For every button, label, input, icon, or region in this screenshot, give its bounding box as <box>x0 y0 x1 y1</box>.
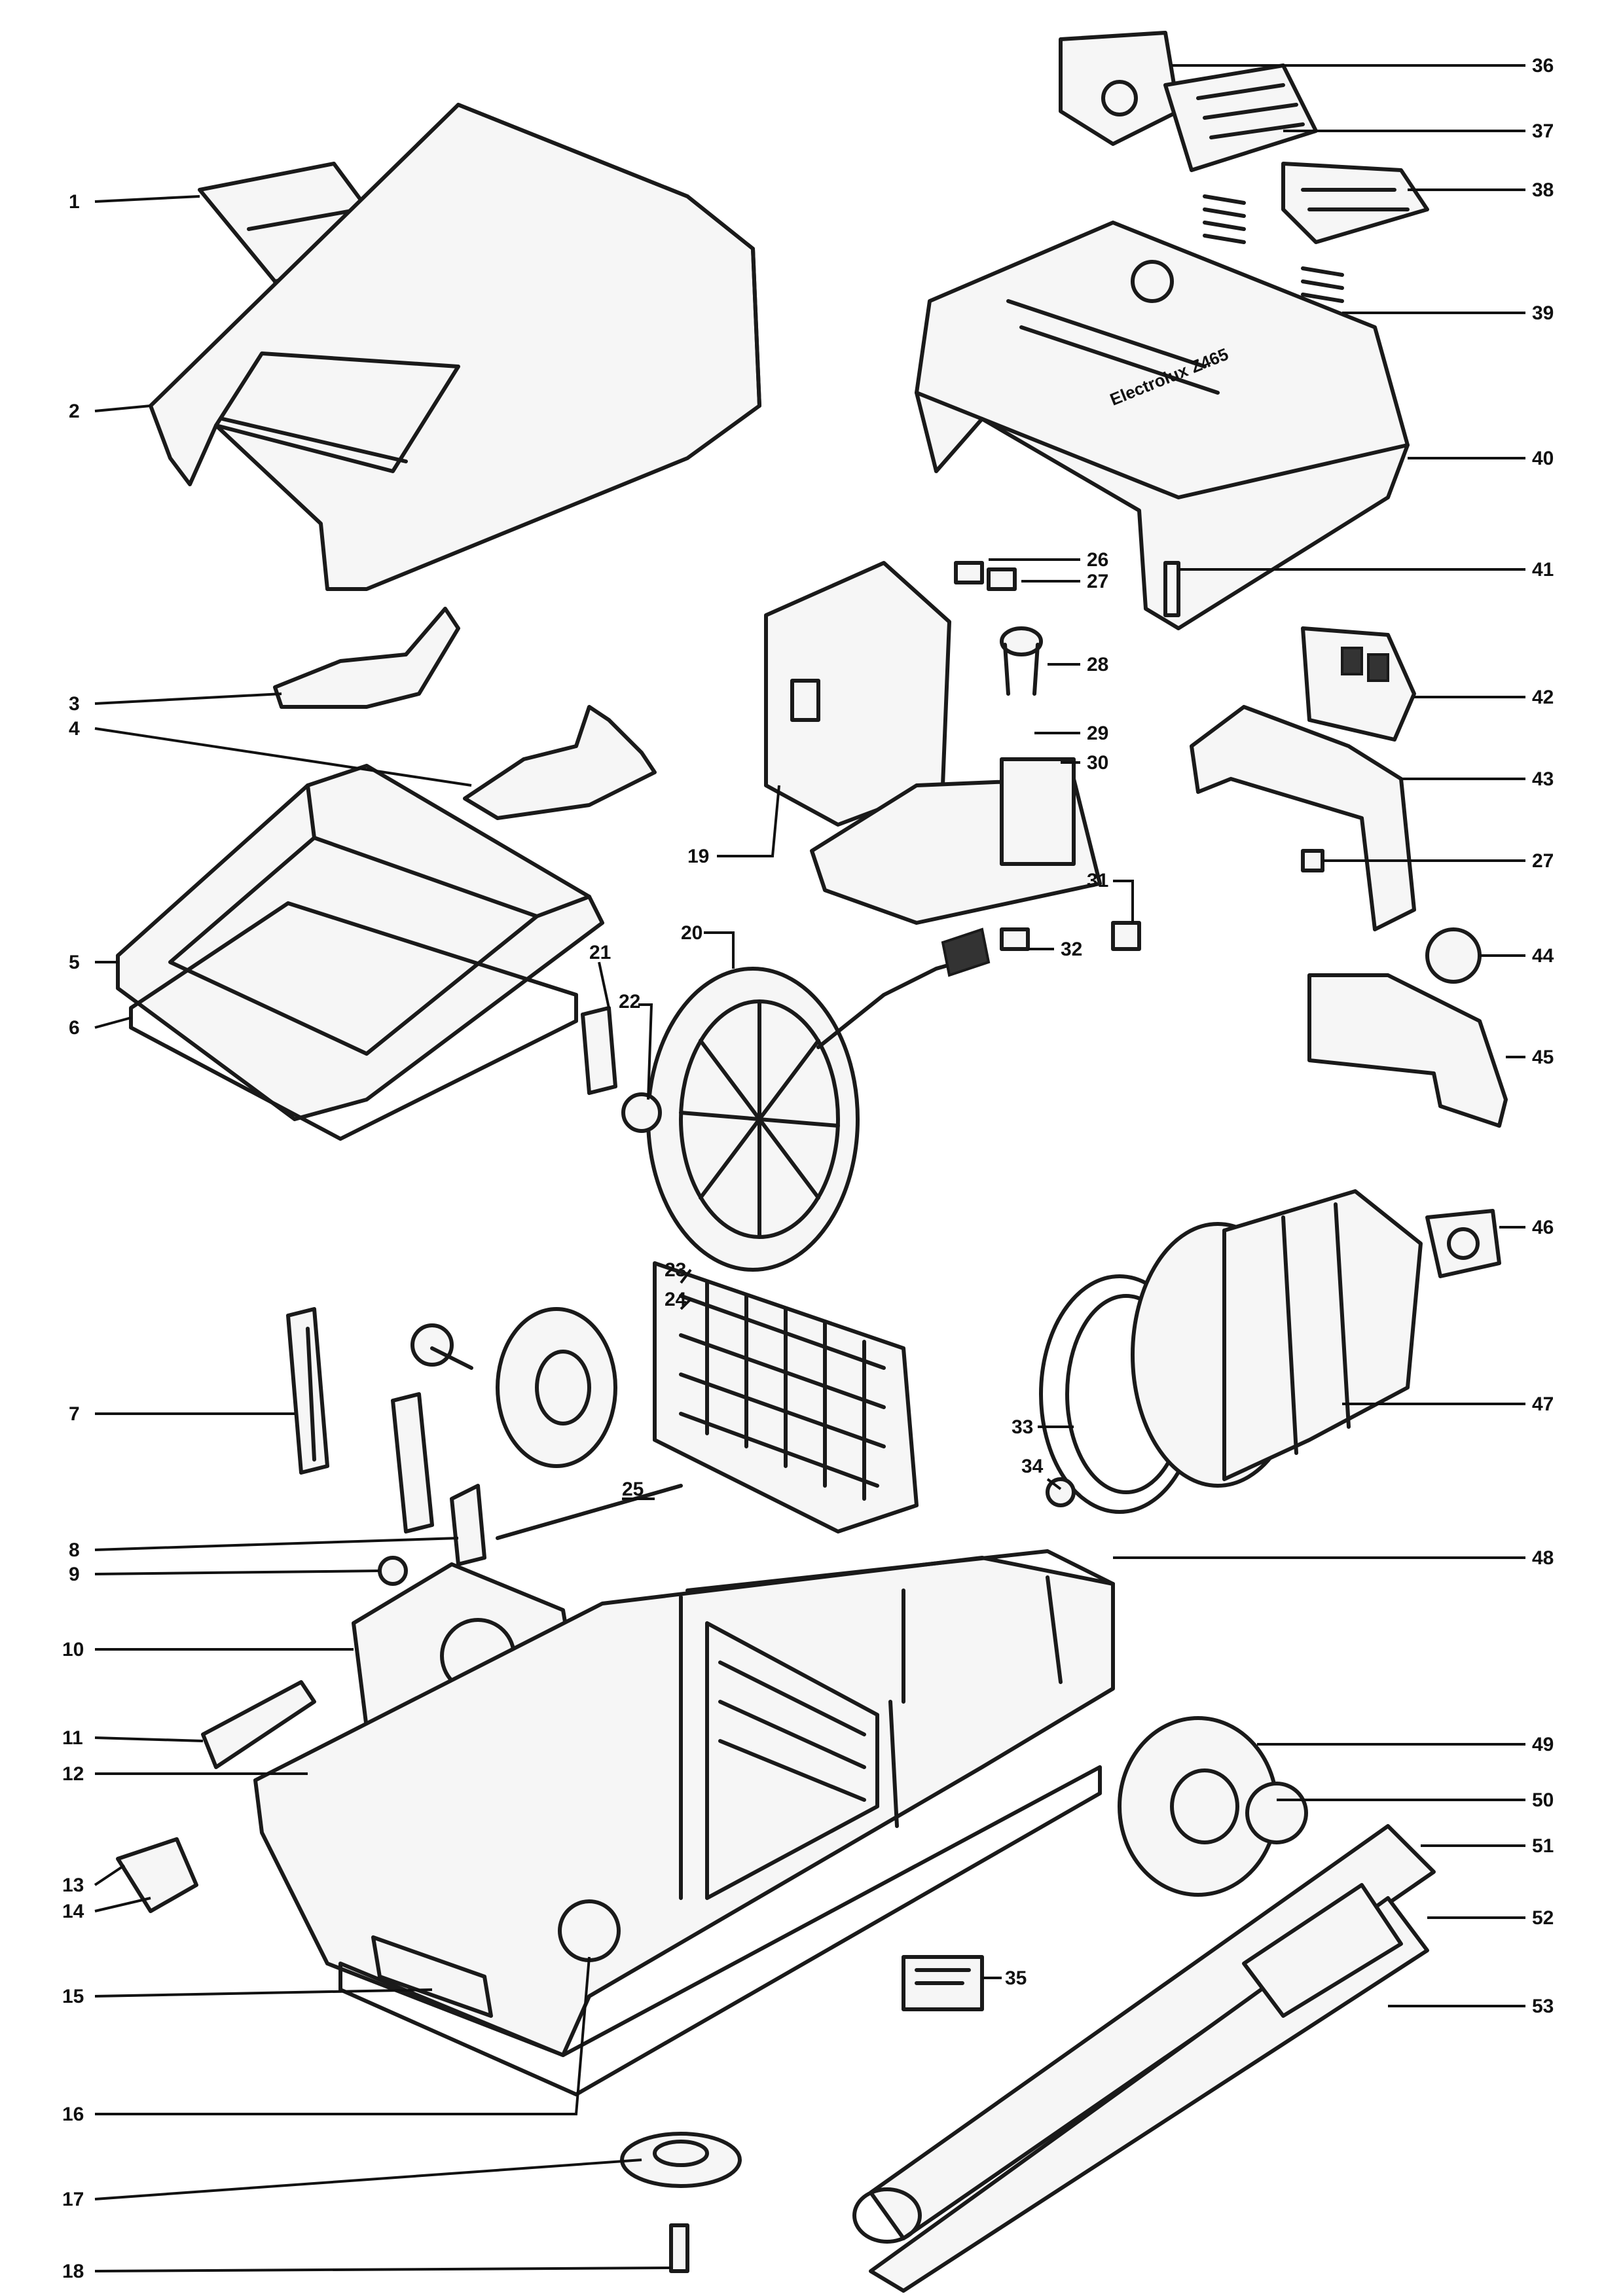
callout-28: 28 <box>1087 654 1108 675</box>
callout-25: 25 <box>622 1479 644 1500</box>
part-43-pcb-cover <box>1190 705 1416 931</box>
part-2-top-cover <box>149 103 761 591</box>
callout-17: 17 <box>62 2189 84 2210</box>
callout-26: 26 <box>1087 549 1108 571</box>
part-25-rod <box>496 1484 683 1540</box>
callout-20: 20 <box>681 922 702 944</box>
callout-45: 45 <box>1532 1047 1554 1068</box>
part-45-motor-mount <box>1307 973 1508 1128</box>
part-28-knob <box>1000 626 1043 696</box>
callout-12: 12 <box>62 1763 84 1785</box>
callout-13: 13 <box>62 1874 84 1896</box>
callout-10: 10 <box>62 1639 84 1660</box>
callout-33: 33 <box>1012 1416 1033 1438</box>
part-3-clip <box>273 607 460 709</box>
callout-46: 46 <box>1532 1217 1554 1238</box>
part-48-chassis <box>253 1549 1115 2057</box>
part-47-motor <box>1131 1189 1423 1488</box>
callout-39: 39 <box>1532 302 1554 324</box>
part-46-pad <box>1425 1209 1501 1278</box>
part-26-27-contacts <box>954 561 1017 591</box>
callout-3: 3 <box>69 693 80 715</box>
callout-40: 40 <box>1532 448 1554 469</box>
part-24-filter-grid <box>653 1261 919 1534</box>
callout-52: 52 <box>1532 1907 1554 1929</box>
part-36-bracket <box>1059 31 1180 146</box>
part-53-sleeve <box>1242 1883 1403 2018</box>
callout-34: 34 <box>1021 1456 1044 1477</box>
callout-49: 49 <box>1532 1734 1554 1755</box>
part-20-cable-reel <box>646 927 991 1272</box>
part-44-bearing <box>1425 927 1482 984</box>
callout-44: 44 <box>1532 945 1554 967</box>
part-22-bearing <box>621 1092 662 1133</box>
callout-48: 48 <box>1532 1547 1554 1569</box>
callout-1: 1 <box>69 191 80 213</box>
part-31-32-small <box>1000 921 1141 951</box>
part-13-14-switch <box>116 1837 198 1913</box>
callout-38: 38 <box>1532 179 1554 201</box>
callout-41: 41 <box>1532 559 1554 581</box>
part-5-tray <box>116 764 604 1121</box>
part-4-clip <box>463 705 657 820</box>
callout-53: 53 <box>1532 1996 1554 2017</box>
callout-22: 22 <box>619 991 640 1013</box>
callout-4: 4 <box>69 718 80 740</box>
callout-27-right: 27 <box>1532 850 1554 872</box>
callout-14: 14 <box>62 1901 84 1922</box>
part-50-hubcap <box>1245 1782 1308 1844</box>
callout-43: 43 <box>1532 768 1554 790</box>
callout-36: 36 <box>1532 55 1554 77</box>
callout-15: 15 <box>62 1986 84 2007</box>
callout-8: 8 <box>69 1539 80 1561</box>
part-27-contact-right <box>1301 849 1324 872</box>
part-7-latch <box>286 1307 329 1475</box>
callout-2: 2 <box>69 401 80 422</box>
part-40-rear-cover <box>915 221 1410 630</box>
part-11-pedal <box>201 1680 316 1769</box>
callout-16: 16 <box>62 2104 84 2125</box>
part-17-castor <box>620 2132 742 2188</box>
callout-6: 6 <box>69 1017 80 1039</box>
callout-24: 24 <box>665 1289 687 1310</box>
part-42-pcb <box>1301 626 1416 742</box>
part-6-gasket <box>129 901 578 1141</box>
part-18-axle <box>669 2223 689 2273</box>
callout-30: 30 <box>1087 752 1108 774</box>
part-8-latch <box>391 1392 486 1566</box>
part-37-grille <box>1163 63 1318 172</box>
callout-42: 42 <box>1532 687 1554 708</box>
callout-18: 18 <box>62 2261 84 2282</box>
callout-47: 47 <box>1532 1393 1554 1415</box>
callout-32: 32 <box>1061 939 1082 960</box>
part-49-wheel <box>1118 1716 1279 1897</box>
callout-19: 19 <box>687 846 709 867</box>
callout-21: 21 <box>589 942 611 963</box>
part-38-grille <box>1281 162 1429 244</box>
callout-9: 9 <box>69 1564 80 1585</box>
callout-5: 5 <box>69 952 80 973</box>
callout-29: 29 <box>1087 723 1108 744</box>
callout-37: 37 <box>1532 120 1554 142</box>
part-front-wheel <box>496 1307 617 1468</box>
callout-51: 51 <box>1532 1835 1554 1857</box>
callout-31: 31 <box>1087 870 1108 891</box>
part-21-contact <box>581 1006 617 1095</box>
leader-lines <box>94 64 1525 2272</box>
callout-23: 23 <box>665 1259 686 1281</box>
part-41-screw <box>1163 561 1180 617</box>
callout-50: 50 <box>1532 1789 1554 1811</box>
callout-35: 35 <box>1005 1967 1027 1989</box>
part-39-springs <box>1203 194 1344 316</box>
callout-11: 11 <box>62 1727 83 1749</box>
callout-27: 27 <box>1087 571 1108 592</box>
part-30-switch-housing <box>810 757 1102 925</box>
part-35-label <box>902 1955 984 2011</box>
callout-7: 7 <box>69 1403 80 1425</box>
